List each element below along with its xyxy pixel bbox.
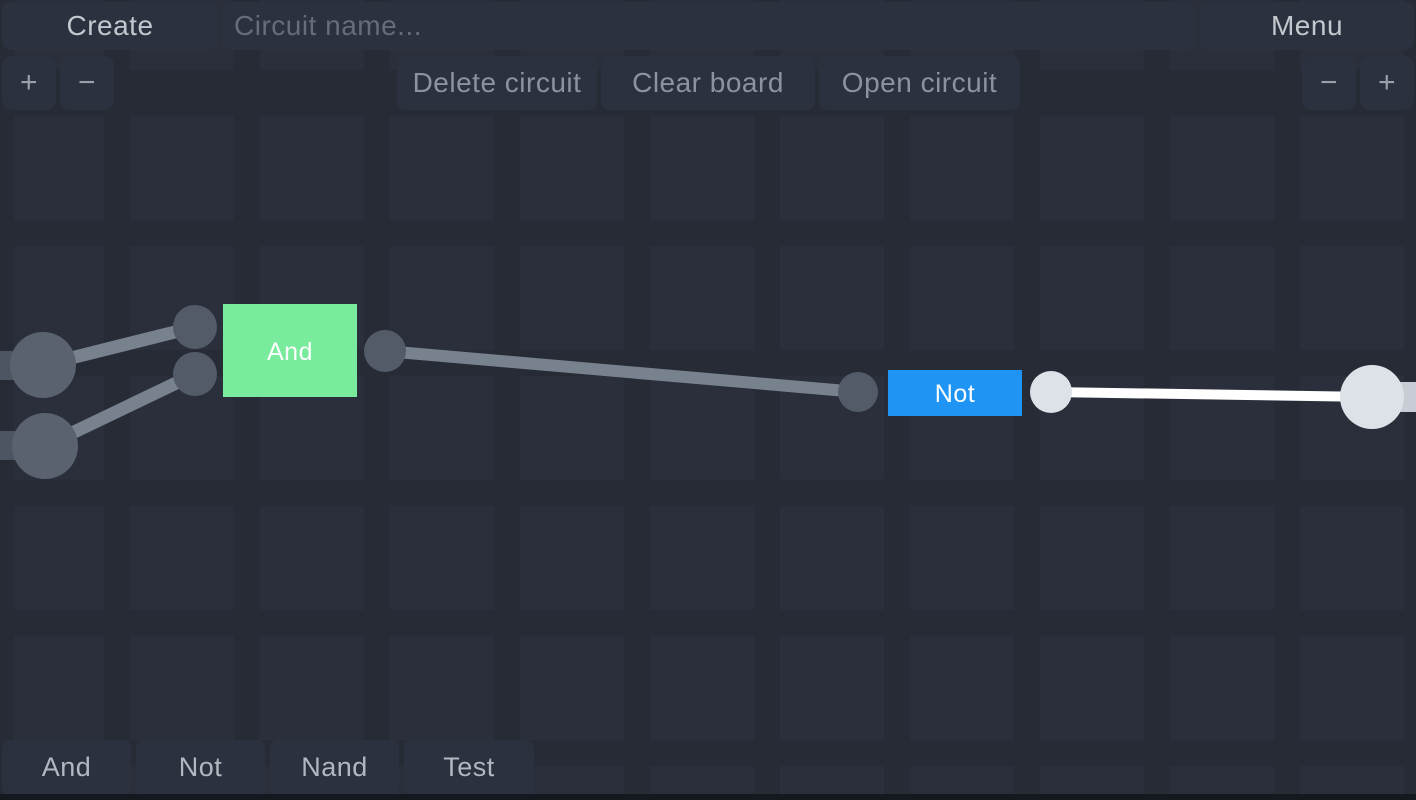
palette-item-not[interactable]: Not (136, 740, 265, 795)
not-gate-label: Not (935, 380, 975, 408)
not-gate-input-pin[interactable] (838, 372, 878, 412)
and-gate-label: And (267, 338, 313, 366)
and-gate-input-pin[interactable] (173, 352, 217, 396)
palette-item-and[interactable]: And (2, 740, 131, 795)
wire (384, 345, 859, 398)
palette-item-nand[interactable]: Nand (270, 740, 399, 795)
circuit-name-input[interactable] (222, 2, 1196, 50)
zoom-in-button-left[interactable]: + (2, 56, 56, 110)
bottom-edge-bar (0, 794, 1416, 800)
not-gate-output-pin[interactable] (1030, 371, 1072, 413)
delete-circuit-button[interactable]: Delete circuit (397, 56, 597, 110)
and-gate-input-pin[interactable] (173, 305, 217, 349)
zoom-in-button-right[interactable]: + (1360, 56, 1414, 110)
input-switch[interactable] (12, 413, 78, 479)
palette-item-test[interactable]: Test (404, 740, 534, 795)
zoom-out-button-right[interactable]: − (1302, 56, 1356, 110)
create-button[interactable]: Create (2, 2, 218, 50)
and-gate[interactable] (223, 304, 357, 397)
input-switch[interactable] (10, 332, 76, 398)
menu-button[interactable]: Menu (1200, 2, 1414, 50)
not-gate[interactable] (888, 370, 1022, 416)
and-gate-output-pin[interactable] (364, 330, 406, 372)
clear-board-button[interactable]: Clear board (601, 56, 815, 110)
open-circuit-button[interactable]: Open circuit (819, 56, 1020, 110)
output-node[interactable] (1340, 365, 1404, 429)
wire-active (1050, 387, 1373, 402)
zoom-out-button-left[interactable]: − (60, 56, 114, 110)
